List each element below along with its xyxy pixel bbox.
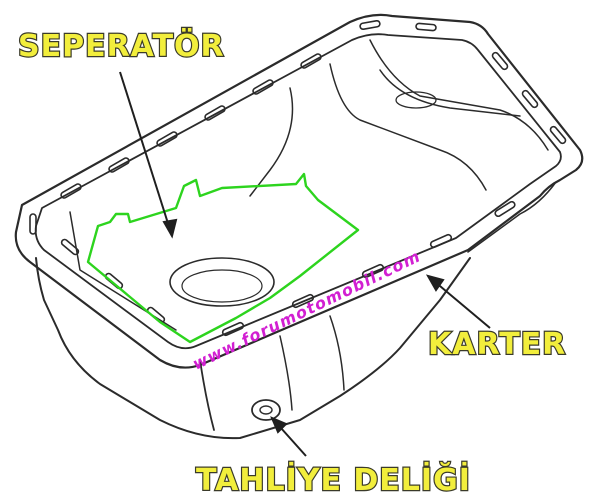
pan-flange-outer	[14, 13, 584, 369]
drain-hole-label: TAHLİYE DELİĞİ	[196, 461, 471, 498]
leader-lines	[119, 71, 491, 457]
pan-sump-rim	[379, 69, 521, 117]
pan-oil-pickup-hole	[169, 257, 275, 307]
pan-flange-inner	[34, 33, 562, 350]
pan-body-outer	[35, 257, 471, 440]
housing-label: KARTER	[428, 327, 566, 362]
pan-inner-wall-left	[69, 211, 177, 331]
housing-arrowhead	[425, 274, 445, 292]
drain-hole-arrowhead	[270, 416, 288, 434]
pan-shelf-upper	[369, 39, 549, 151]
watermark-text: www.forumotomobil.com	[189, 246, 423, 373]
oil-pan-illustration	[14, 13, 584, 440]
separator-leader-line	[119, 71, 173, 237]
pan-shelf-right	[329, 63, 487, 191]
separator-label: SEPERATÖR	[18, 27, 225, 64]
pan-body-bottom	[199, 359, 215, 431]
separator-outline	[86, 172, 360, 344]
drain-plug	[251, 399, 281, 421]
separator-arrowhead	[162, 218, 178, 239]
pan-inner-wall-back	[249, 87, 294, 197]
